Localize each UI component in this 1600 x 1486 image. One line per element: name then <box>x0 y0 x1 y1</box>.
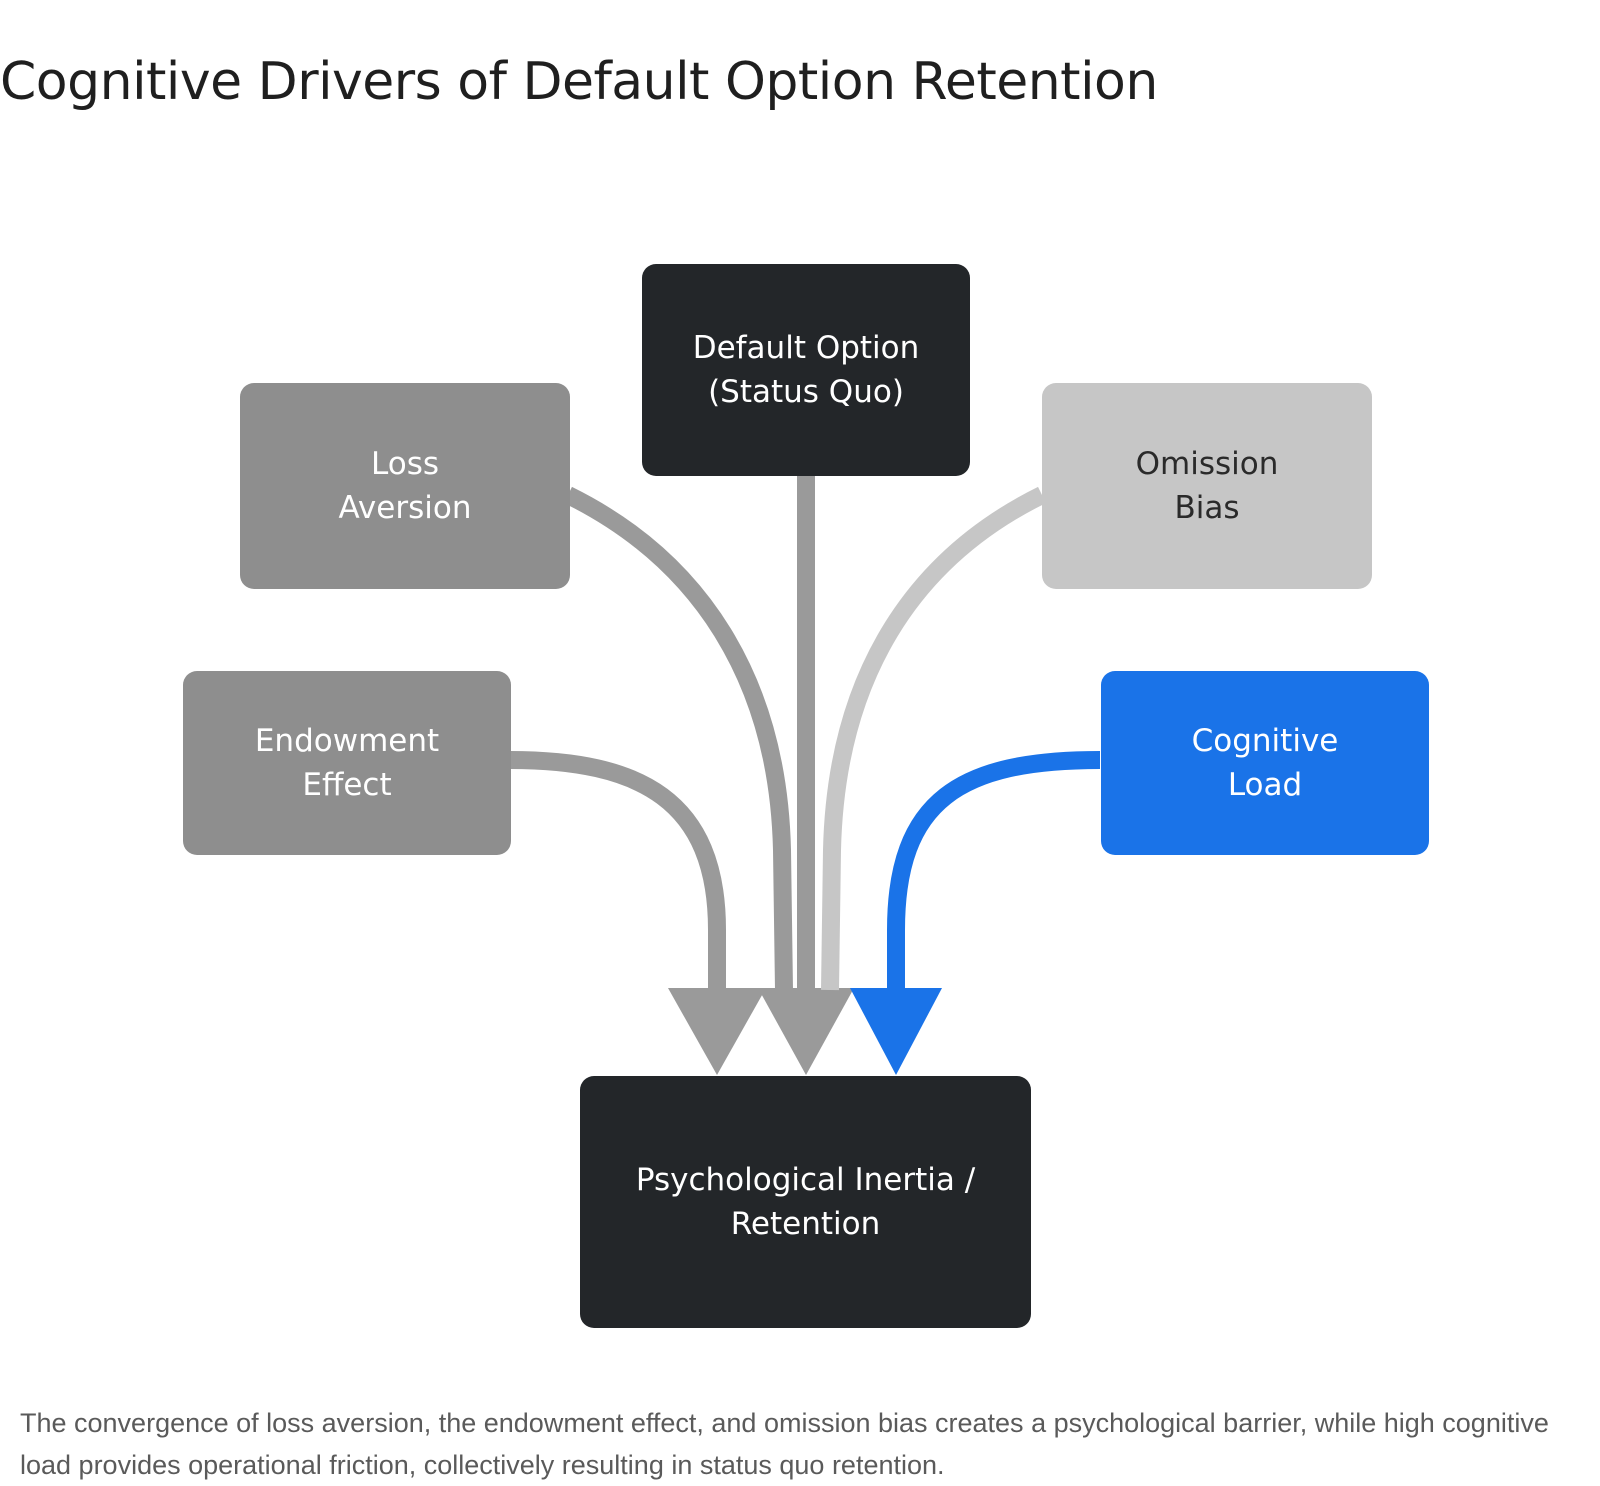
arrowhead-endowment-effect <box>668 988 766 1075</box>
node-label-line: Retention <box>730 1206 881 1242</box>
node-label-line: Aversion <box>338 490 472 526</box>
node-label-line: Omission <box>1135 446 1279 482</box>
arrowhead-cognitive-load <box>850 988 942 1075</box>
page-title: Cognitive Drivers of Default Option Rete… <box>0 52 1158 112</box>
node-label-line: Load <box>1227 767 1303 803</box>
edge-omission-bias <box>821 486 1046 991</box>
node-label-line: Cognitive <box>1191 723 1339 759</box>
edge-loss-aversion <box>564 486 793 991</box>
node-label-line: (Status Quo) <box>708 374 904 410</box>
node-label-line: Default Option <box>692 330 920 366</box>
node-loss-aversion: Loss Aversion <box>240 383 570 589</box>
node-endowment-effect: Endowment Effect <box>183 671 511 855</box>
node-label-line: Bias <box>1174 490 1240 526</box>
edge-cognitive-load <box>887 751 1101 990</box>
node-label-line: Endowment <box>254 723 440 759</box>
node-label-line: Effect <box>302 767 392 803</box>
node-default-option: Default Option (Status Quo) <box>642 264 970 476</box>
node-cognitive-load: Cognitive Load <box>1101 671 1429 855</box>
node-label-line: Loss <box>371 446 439 482</box>
node-label-line: Psychological Inertia / <box>635 1162 976 1198</box>
arrowhead-center <box>758 988 854 1075</box>
diagram-caption: The convergence of loss aversion, the en… <box>20 1408 1549 1480</box>
node-retention: Psychological Inertia / Retention <box>580 1076 1031 1328</box>
node-omission-bias: Omission Bias <box>1042 383 1372 589</box>
edge-endowment-effect <box>509 751 726 990</box>
